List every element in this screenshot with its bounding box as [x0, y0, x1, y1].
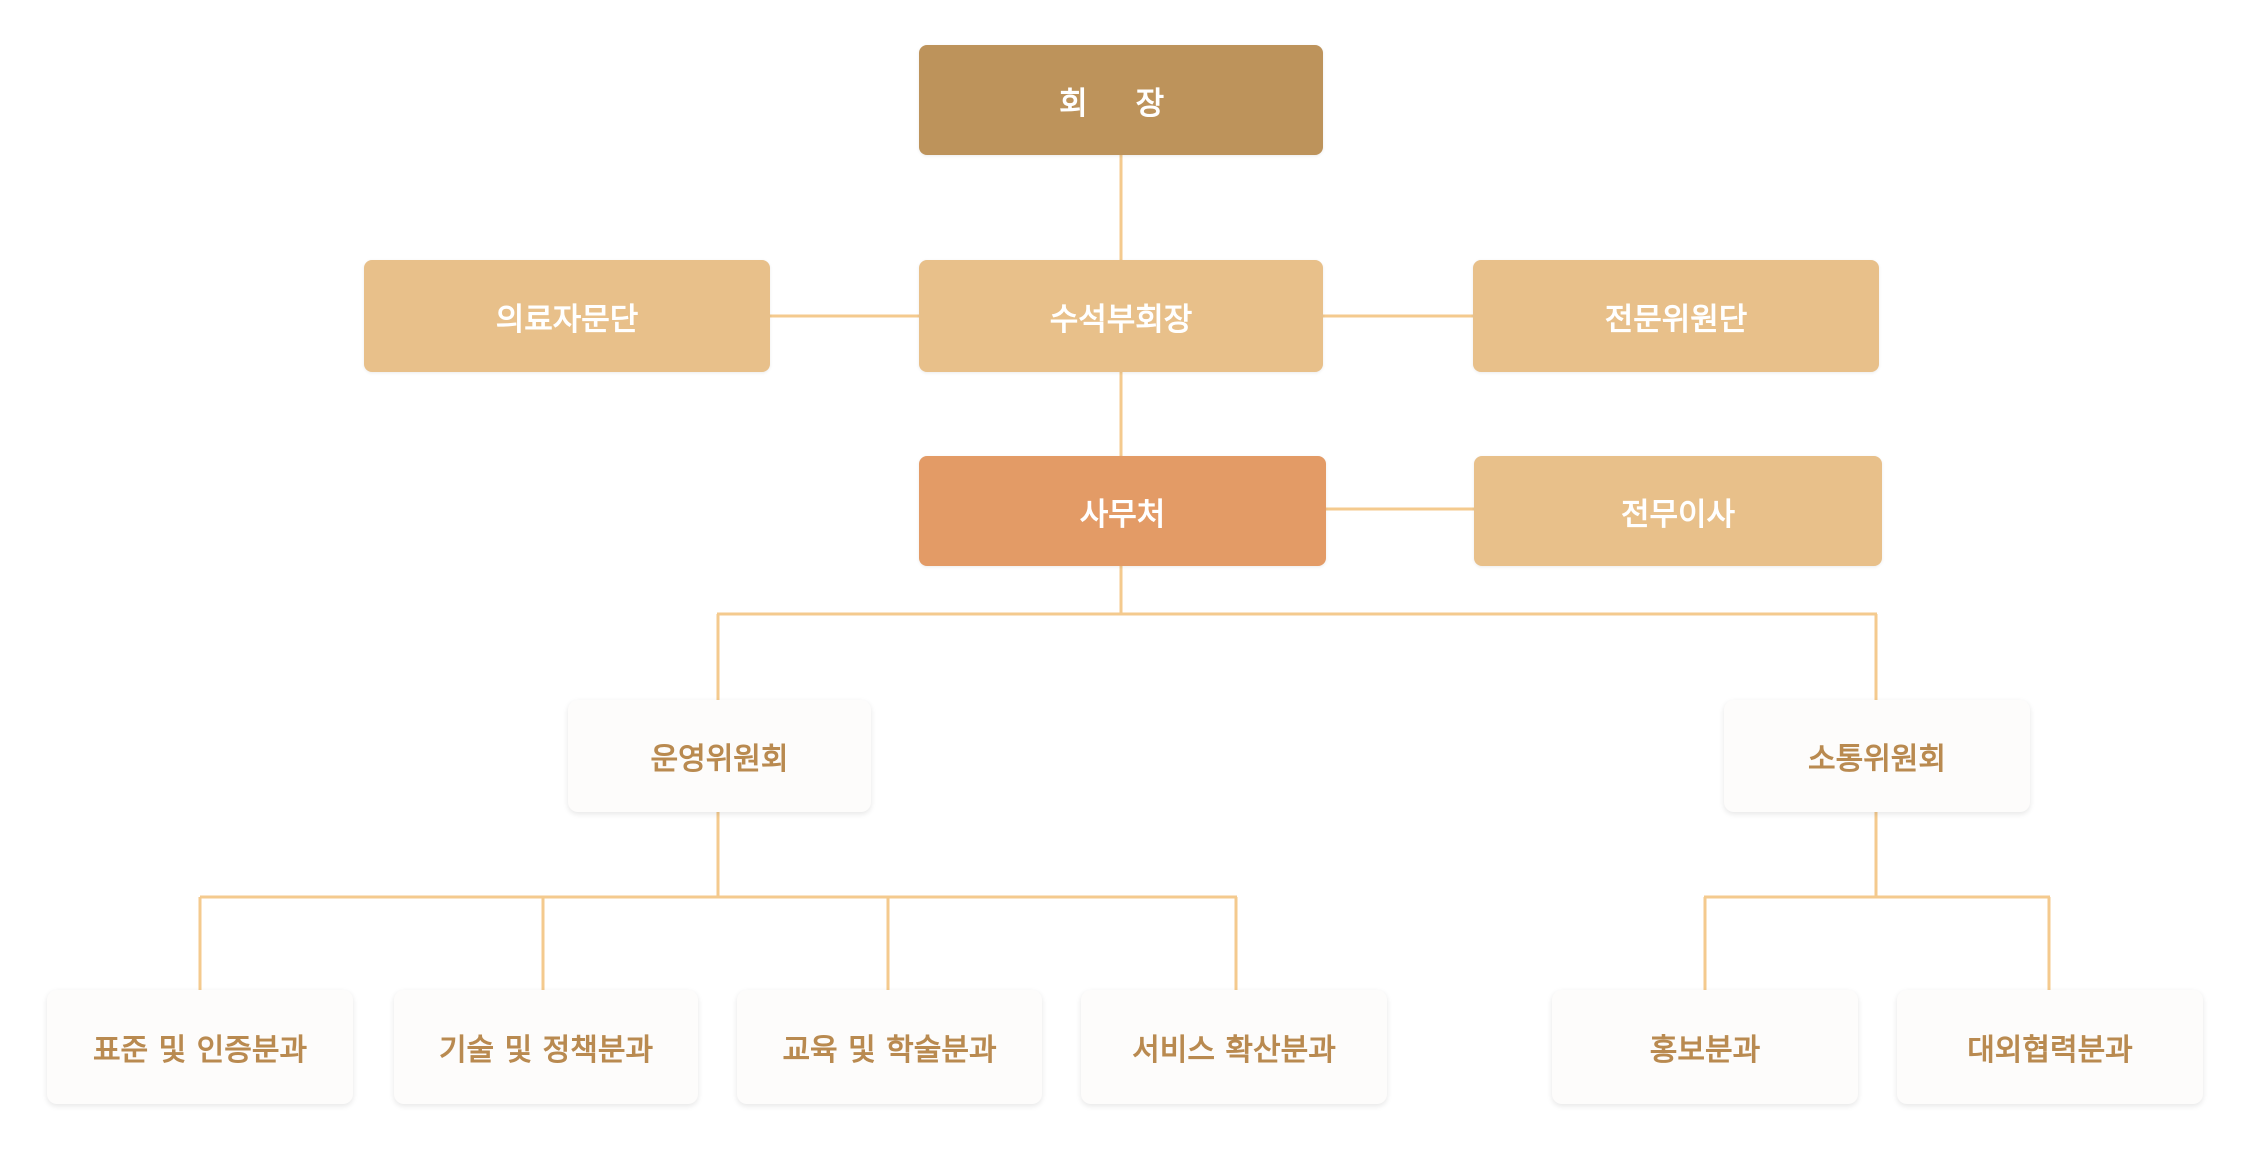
- expert-committee-label: 전문위원단: [1604, 301, 1748, 338]
- subcommittee-label: 교육 및 학술분과: [782, 1033, 997, 1068]
- subcommittee-label: 표준 및 인증분과: [92, 1033, 308, 1068]
- expert-committee-box: 전문위원단: [1473, 260, 1879, 372]
- subcommittee-label: 서비스 확산분과: [1132, 1033, 1336, 1068]
- operations-committee-label: 운영위원회: [650, 742, 789, 777]
- subcommittee-standards-box: 표준 및 인증분과: [47, 990, 353, 1104]
- medical-advisory-label: 의료자문단: [495, 301, 639, 338]
- subcommittee-service-box: 서비스 확산분과: [1081, 990, 1387, 1104]
- subcommittee-label: 기술 및 정책분과: [438, 1033, 654, 1068]
- subcommittee-label: 홍보분과: [1649, 1033, 1761, 1068]
- subcommittee-education-box: 교육 및 학술분과: [737, 990, 1042, 1104]
- executive-director-label: 전무이사: [1620, 496, 1736, 533]
- medical-advisory-box: 의료자문단: [364, 260, 770, 372]
- operations-committee-box: 운영위원회: [568, 700, 871, 812]
- chairman-box: 회 장: [919, 45, 1323, 155]
- subcommittee-label: 대외협력분과: [1967, 1033, 2133, 1068]
- secretariat-label: 사무처: [1079, 496, 1166, 533]
- senior-vice-chairman-label: 수석부회장: [1049, 301, 1193, 338]
- secretariat-box: 사무처: [919, 456, 1326, 566]
- subcommittee-external-box: 대외협력분과: [1897, 990, 2203, 1104]
- communication-committee-label: 소통위원회: [1808, 742, 1946, 777]
- communication-committee-box: 소통위원회: [1724, 700, 2030, 812]
- subcommittee-technology-box: 기술 및 정책분과: [394, 990, 698, 1104]
- chairman-label: 회 장: [1059, 85, 1183, 122]
- senior-vice-chairman-box: 수석부회장: [919, 260, 1323, 372]
- subcommittee-pr-box: 홍보분과: [1552, 990, 1858, 1104]
- executive-director-box: 전무이사: [1474, 456, 1882, 566]
